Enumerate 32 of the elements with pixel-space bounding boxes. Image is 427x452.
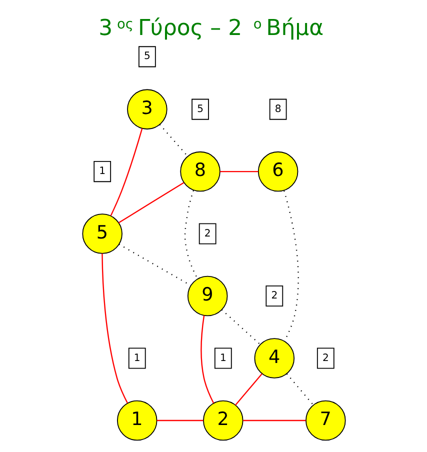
node-circle: 2: [202, 400, 243, 441]
connector: [118, 182, 184, 224]
node-box: 2: [316, 348, 334, 369]
node-circle: 6: [257, 151, 298, 192]
node-circle: 7: [305, 400, 346, 441]
connector: [283, 190, 298, 342]
connector: [242, 420, 306, 422]
node-circle: 8: [180, 151, 220, 192]
connector: [110, 128, 142, 216]
connector: [220, 309, 260, 345]
node-circle: 1: [116, 400, 157, 441]
node-box: 1: [128, 348, 146, 369]
node-box: 1: [214, 348, 232, 369]
node-circle: 4: [254, 338, 294, 378]
connector: [156, 420, 203, 422]
node-circle: 3: [126, 89, 167, 130]
connector: [118, 244, 190, 286]
connector: [200, 315, 214, 404]
node-box: 2: [198, 223, 216, 244]
node-box: 5: [191, 98, 208, 120]
node-box: 8: [268, 98, 286, 120]
connector: [220, 170, 258, 172]
connector: [184, 190, 198, 279]
connector: [234, 373, 262, 406]
connector: [101, 254, 128, 404]
node-box: 2: [265, 286, 283, 307]
node-circle: 9: [186, 276, 228, 316]
node-box: 5: [138, 46, 156, 68]
node-box: 1: [93, 161, 111, 182]
connector: [286, 373, 314, 406]
node-circle: 5: [82, 214, 122, 254]
connector: [158, 124, 188, 156]
